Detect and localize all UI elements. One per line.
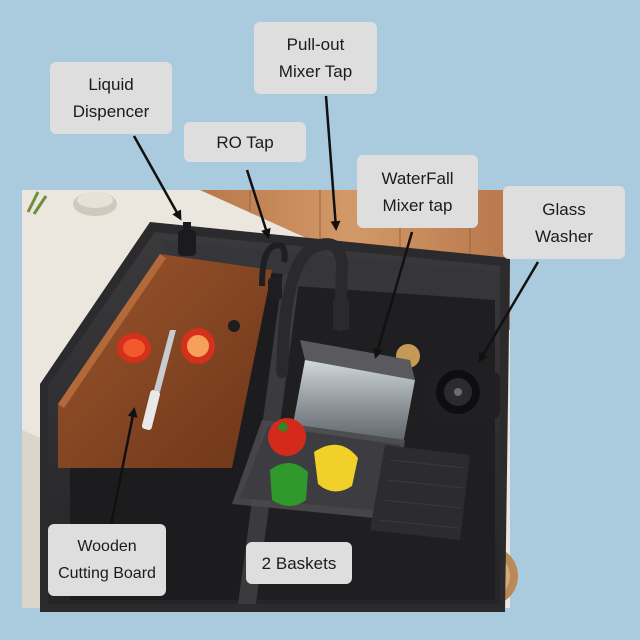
label-wooden-cutting-board-line2: Cutting Board <box>58 565 156 582</box>
label-pull-out-mixer-tap: Pull-out Mixer Tap <box>254 22 377 94</box>
label-glass-washer-line1: Glass <box>542 199 586 219</box>
ro-tap-drawing <box>259 242 288 300</box>
plant <box>26 191 48 215</box>
label-two-baskets: 2 Baskets <box>246 542 352 584</box>
label-waterfall-mixer-tap-line2: Mixer tap <box>382 195 453 215</box>
label-two-baskets-line1: 2 Baskets <box>261 553 337 573</box>
label-pull-out-mixer-tap-line2: Mixer Tap <box>278 62 353 81</box>
label-pull-out-mixer-tap-line1: Pull-out <box>286 35 345 54</box>
label-ro-tap: RO Tap <box>184 122 306 162</box>
label-waterfall-mixer-tap: WaterFall Mixer tap <box>357 155 478 228</box>
label-wooden-cutting-board: Wooden Cutting Board <box>48 524 166 596</box>
label-wooden-cutting-board-line1: Wooden <box>77 538 137 555</box>
bowls <box>73 192 117 216</box>
basket-2 <box>370 445 470 540</box>
label-waterfall-mixer-tap-line1: WaterFall <box>381 168 454 188</box>
basket <box>232 418 405 520</box>
liquid-dispencer-drawing <box>178 222 196 256</box>
label-ro-tap-line1: RO Tap <box>216 132 274 152</box>
glass-washer-drawing <box>428 370 500 418</box>
label-liquid-dispencer: Liquid Dispencer <box>50 62 172 134</box>
label-liquid-dispencer-line2: Dispencer <box>72 102 150 121</box>
label-glass-washer-line2: Washer <box>535 226 593 246</box>
label-liquid-dispencer-line1: Liquid <box>88 75 134 94</box>
pull-out-mixer-tap-drawing <box>276 238 349 378</box>
label-glass-washer: Glass Washer <box>503 186 625 259</box>
